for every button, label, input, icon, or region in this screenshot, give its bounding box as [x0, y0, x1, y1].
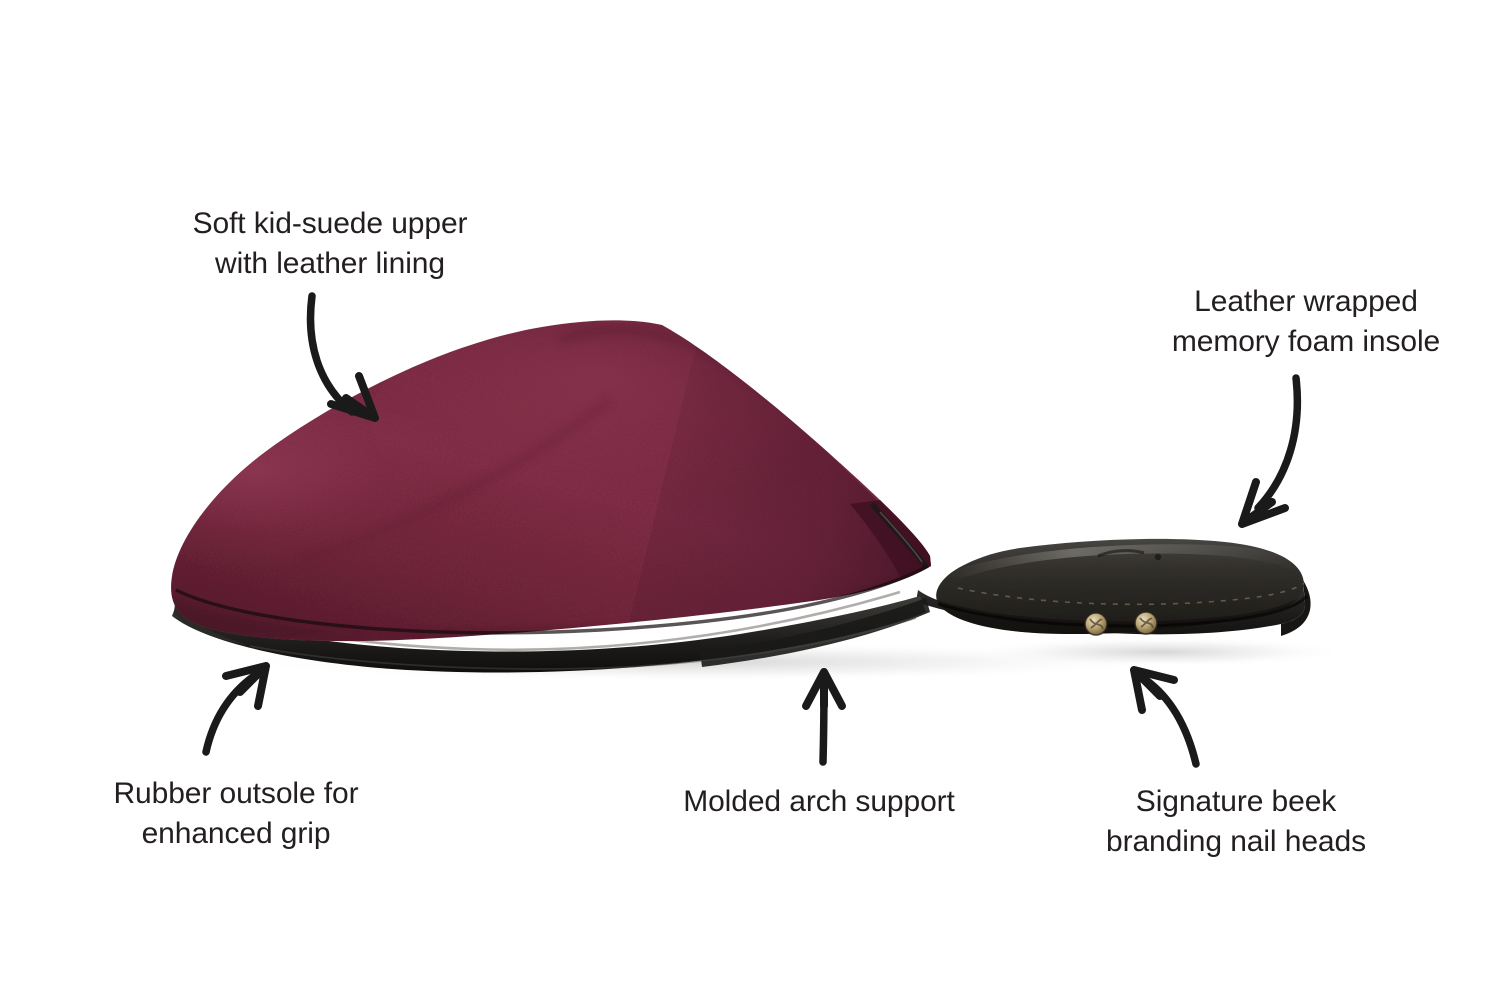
- outsole-bottom-highlight: [249, 617, 917, 670]
- arrow-outsole: [202, 662, 270, 756]
- nail-head-2-ring: [1134, 611, 1158, 635]
- annotation-arrows: [202, 292, 1302, 768]
- arrow-insole: [1238, 374, 1302, 528]
- lining-highlight: [879, 511, 923, 563]
- leather-lining-edge: [870, 502, 928, 568]
- back-shading: [620, 330, 932, 642]
- suede-upper-group: [171, 320, 932, 642]
- upper-sole-welt: [175, 564, 929, 635]
- arrow-arch: [802, 668, 846, 766]
- annotation-label-arch: Molded arch support: [683, 785, 955, 818]
- nail-head-1-emboss: [1089, 618, 1104, 630]
- upper-back-edge: [850, 500, 931, 577]
- vamp-crease: [298, 396, 614, 565]
- annotation-label-nails: Signature beek branding nail heads: [1106, 785, 1366, 858]
- annotation-label-outsole: Rubber outsole for enhanced grip: [113, 777, 359, 850]
- insole-emboss-mark: [1097, 549, 1145, 558]
- ground-shadow-heel: [970, 637, 1350, 667]
- nail-head-1-ring: [1084, 612, 1108, 636]
- insole-outsole-seam: [937, 594, 1309, 628]
- insole-top-sheen: [950, 544, 1304, 582]
- annotation-label-insole: Leather wrapped memory foam insole: [1171, 285, 1441, 358]
- arrow-nails: [1130, 666, 1200, 768]
- insole-leather: [936, 538, 1304, 635]
- outsole-toe-lip: [174, 596, 248, 645]
- nail-head-2-emboss: [1139, 617, 1154, 629]
- insole-emboss-dot: [1154, 553, 1162, 561]
- annotation-label-upper: Soft kid-suede upper with leather lining: [192, 207, 468, 280]
- outsole-arch-waist: [700, 598, 930, 667]
- arrow-upper: [306, 292, 379, 422]
- branding-nail-heads: [1084, 611, 1158, 636]
- outsole-heel-back: [1281, 580, 1311, 636]
